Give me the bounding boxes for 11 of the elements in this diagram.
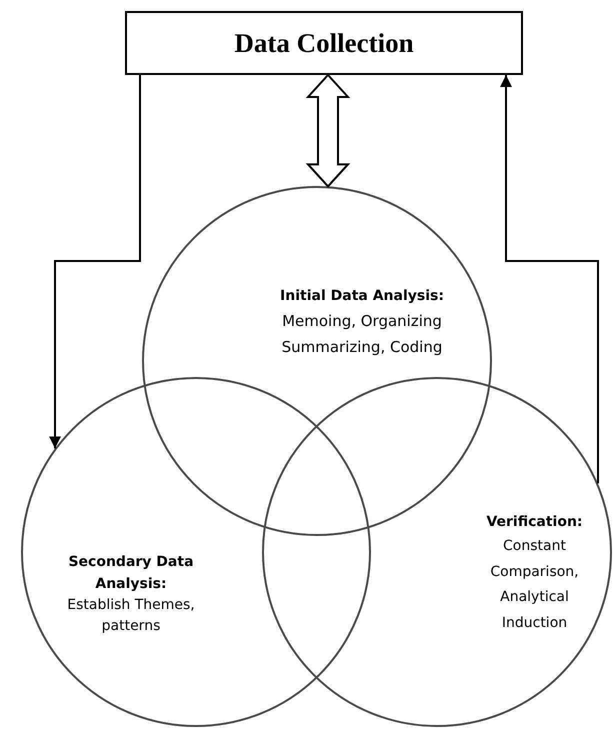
- circle-heading: Verification:: [485, 513, 584, 532]
- arrow: [49, 75, 141, 448]
- circle-text: Constant Comparison, Analytical Induction: [489, 536, 580, 634]
- circle-heading: Secondary Data Analysis:: [67, 553, 195, 594]
- circle-heading: Initial Data Analysis:: [279, 287, 445, 306]
- process-box: [125, 11, 523, 75]
- arrow: [500, 75, 599, 484]
- circle-text: Memoing, Organizing Summarizing, Coding: [280, 310, 444, 358]
- circle-text: Establish Themes, patterns: [66, 596, 196, 636]
- box-title: Data Collection: [234, 28, 414, 58]
- double-arrow: [306, 74, 350, 188]
